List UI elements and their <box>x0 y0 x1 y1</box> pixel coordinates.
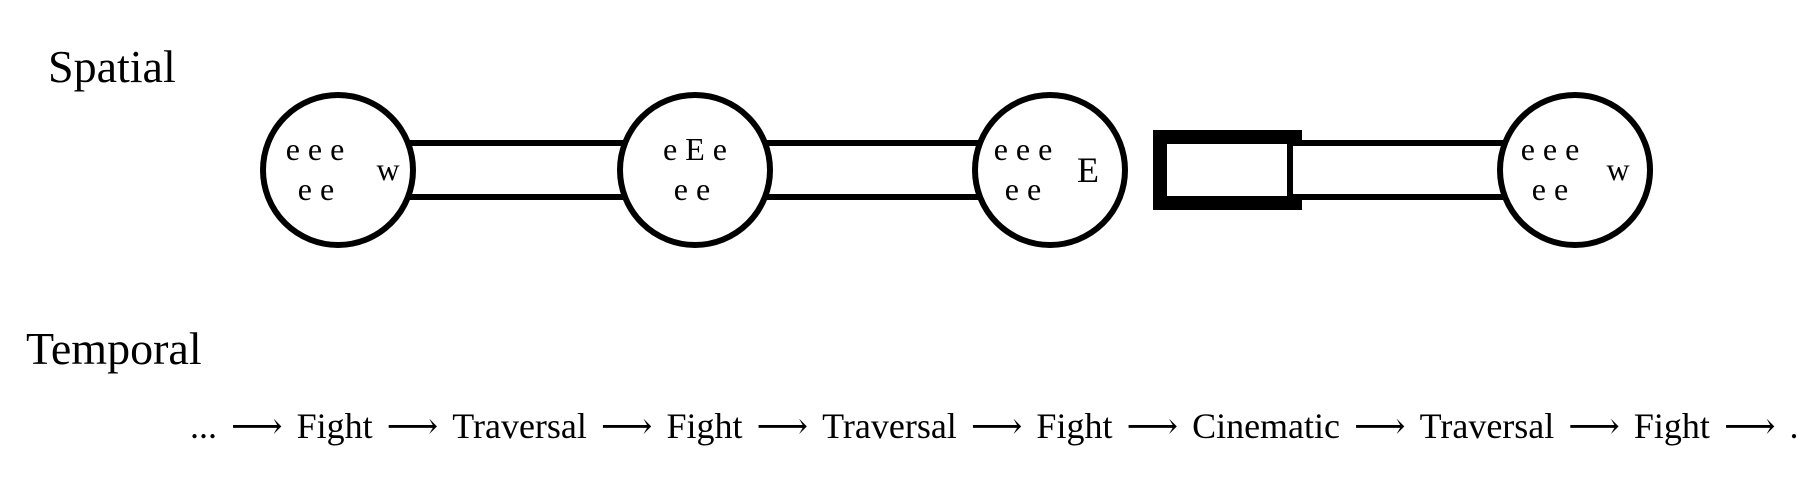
arrow-icon: ⟶ <box>1126 406 1179 446</box>
spatial-diagram: e e e e e w e E e e e e e e e e E e e e … <box>260 92 1653 248</box>
room-enemies-row: e e <box>674 171 710 207</box>
sequence-item: Fight <box>296 406 373 446</box>
room-enemies-row: e E e <box>663 131 727 167</box>
room-node: e e e e e w <box>1497 92 1653 248</box>
room-enemies-row: e e e <box>1521 131 1580 167</box>
sequence-item: ... <box>190 406 217 446</box>
room-enemies-row: e e e <box>994 131 1053 167</box>
arrow-icon: ⟶ <box>231 406 283 446</box>
room-node: e E e e e <box>617 92 773 248</box>
room-side-label: w <box>376 151 399 187</box>
temporal-sequence: ... ⟶ Fight ⟶ Traversal ⟶ Fight ⟶ Traver… <box>190 405 1800 447</box>
arrow-icon: ⟶ <box>756 406 809 446</box>
corridor <box>397 140 633 200</box>
corridor <box>752 140 988 200</box>
arrow-icon: ⟶ <box>1568 406 1620 446</box>
sequence-item: Fight <box>1036 406 1113 446</box>
room-side-label: E <box>1077 150 1099 190</box>
room-node: e e e e e w <box>260 92 416 248</box>
sequence-item: Fight <box>1633 406 1710 446</box>
sequence-item: ... <box>1789 406 1800 446</box>
arrow-icon: ⟶ <box>600 406 653 446</box>
sequence-item: Traversal <box>1419 406 1555 446</box>
room-enemies-row: e e <box>1005 171 1041 207</box>
sequence-item: Traversal <box>452 406 587 446</box>
arrow-icon: ⟶ <box>1723 406 1776 446</box>
corridor-thick <box>1153 130 1302 210</box>
arrow-icon: ⟶ <box>970 406 1023 446</box>
temporal-title: Temporal <box>26 323 202 374</box>
room-enemies-row: e e <box>1532 171 1568 207</box>
room-side-label: w <box>1606 151 1629 187</box>
corridor <box>1287 140 1518 200</box>
sequence-item: Fight <box>666 406 743 446</box>
arrow-icon: ⟶ <box>386 406 439 446</box>
room-enemies-row: e e <box>298 171 334 207</box>
sequence-item: Traversal <box>822 406 957 446</box>
room-enemies-row: e e e <box>286 131 345 167</box>
arrow-icon: ⟶ <box>1354 406 1406 446</box>
spatial-title: Spatial <box>48 41 176 92</box>
room-node: e e e e e E <box>972 92 1128 248</box>
sequence-item: Cinematic <box>1192 406 1341 446</box>
